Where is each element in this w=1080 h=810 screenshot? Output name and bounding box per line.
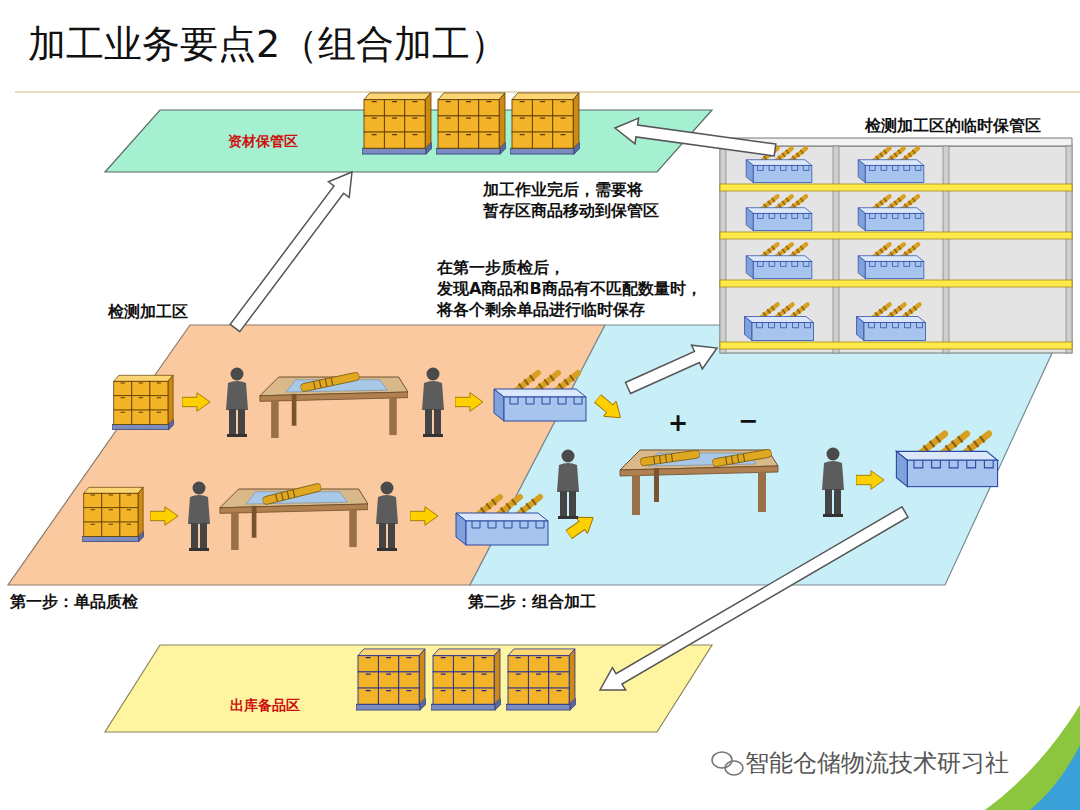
flow-arrow [182,393,210,412]
note-text: 加工作业完后，需要将 暂存区商品移动到保管区 [483,180,668,222]
flow-arrow [856,471,884,490]
shelf-post [833,146,839,353]
work-table [220,489,368,550]
area-label: 第一步：单品质检 [10,592,138,613]
part-rod [712,449,772,467]
corner-swoosh [1030,745,1080,810]
hollow-arrow [615,118,776,156]
title-rule [15,91,1080,92]
shelf-board [720,280,1072,287]
parts-bin [745,305,814,341]
wechat-icon [712,752,743,775]
shelf-board [720,342,1072,349]
shelf-post [720,146,726,353]
area-label: 检测加工区 [108,302,188,323]
worker-figure [822,448,844,518]
worker-figure [226,368,248,438]
carton-stack [356,649,426,710]
hollow-arrow [600,507,908,690]
area-label: 第二步：组合加工 [468,592,596,613]
work-table [260,377,408,438]
hollow-arrow [626,345,718,393]
worker-figure [557,450,579,520]
wechat-icon [725,761,743,775]
area-label: 资材保管区 [228,132,298,150]
flow-arrow [150,507,178,526]
carton-stack [506,649,576,710]
parts-bin [746,196,812,230]
carton-stack [436,93,506,154]
carton-stack [82,487,144,541]
parts-bin [746,244,812,278]
shelf-back [720,146,1072,353]
parts-bin [858,244,924,278]
parts-bin [494,373,586,421]
part-rod [640,450,701,466]
carton-stack [510,93,580,154]
symbol-label: − [738,406,758,437]
wechat-icon [712,752,732,768]
worker-figure [376,482,398,552]
parts-bin [858,148,924,182]
shelf-board [720,232,1072,239]
carton-stack [112,375,174,429]
carton-stack [431,649,501,710]
flow-arrow [410,507,438,526]
part-rod [262,483,322,505]
shelf-board [720,184,1072,191]
symbol-label: + [668,408,688,439]
flow-arrow [591,391,627,426]
parts-bin [456,497,548,545]
carton-stack [362,93,432,154]
shelf-post [943,146,949,353]
area-label: 检测加工区的临时保管区 [865,116,1041,137]
hollow-arrow [626,345,718,393]
part-rod [300,372,360,392]
worker-figure [422,368,444,438]
note-text: 在第一步质检后， 发现A商品和B商品有不匹配数量时， 将各个剩余单品进行临时保存 [437,258,719,320]
watermark: 智能仓储物流技术研习社 [745,748,1009,779]
hollow-arrow [230,172,352,332]
worker-figure [188,482,210,552]
flow-arrow [563,509,599,543]
hollow-arrow [600,507,908,690]
area-label: 出库备品区 [230,696,300,714]
flow-arrow [455,393,483,412]
parts-bin [857,305,926,341]
parts-bin [896,434,997,487]
page-title: 加工业务要点2（组合加工） [28,20,508,69]
parts-bin [858,196,924,230]
hollow-arrow [230,172,352,332]
shelf-post [1066,146,1072,353]
area-outline [470,325,1065,585]
hollow-arrow [615,118,776,156]
